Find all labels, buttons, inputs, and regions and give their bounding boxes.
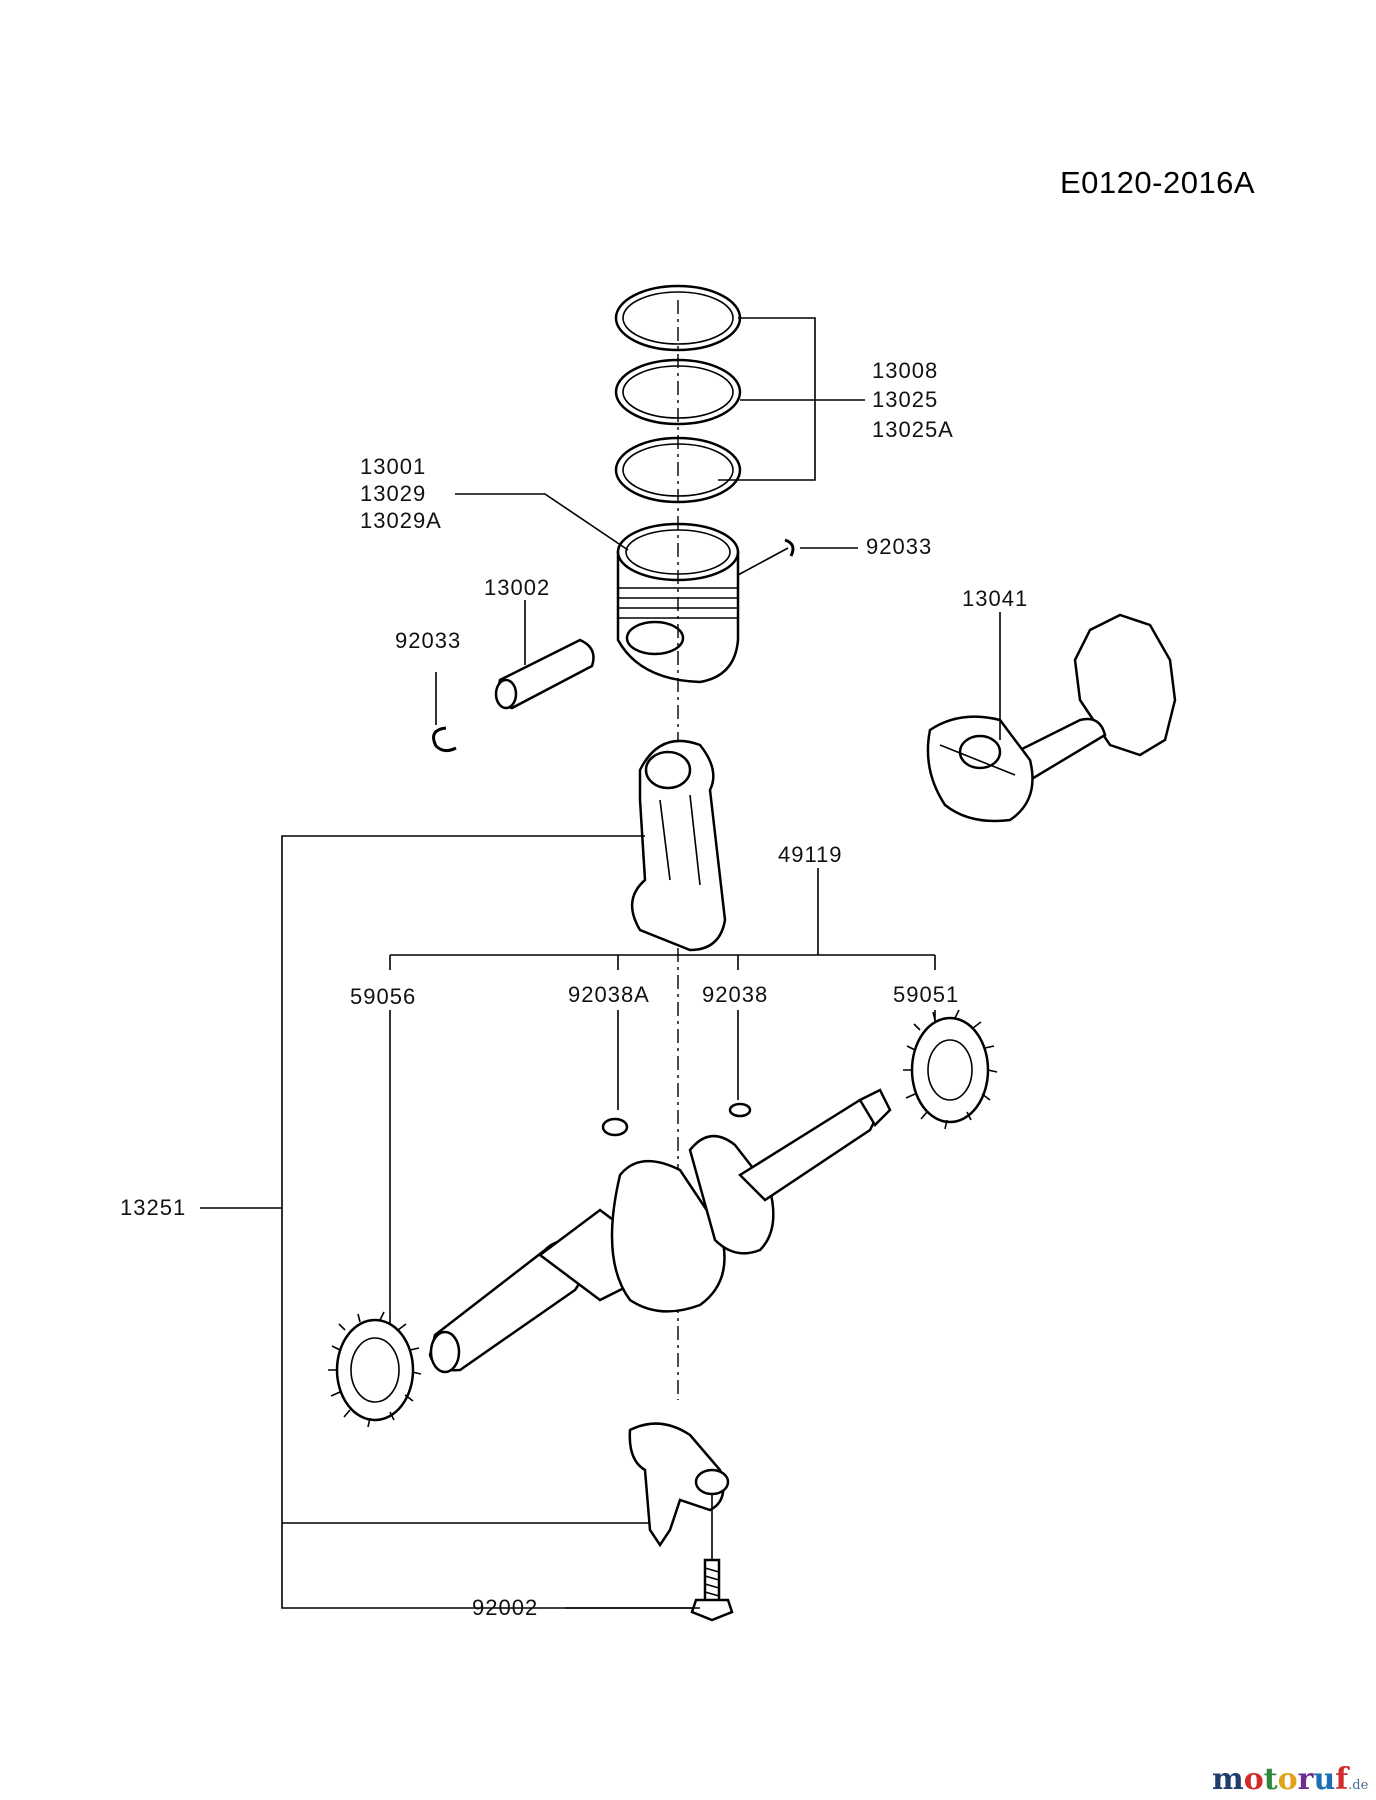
cap-bolt — [690, 1558, 734, 1622]
gear-right — [903, 1009, 998, 1130]
watermark-brand: motoruf — [1212, 1762, 1348, 1797]
circlip-right — [784, 538, 795, 557]
circlip-left — [432, 726, 457, 753]
watermark-letter: r — [1297, 1762, 1314, 1797]
ring-leader-lines — [718, 317, 865, 481]
woodruff-key-a — [601, 1117, 629, 1137]
piston-leader — [455, 493, 629, 551]
label-bolt: 92002 — [472, 1595, 539, 1620]
label-rings-13025: 13025 — [872, 387, 939, 412]
label-gear-right: 59051 — [893, 982, 960, 1007]
connecting-rod — [631, 739, 727, 952]
diagram-id: E0120-2016A — [1060, 165, 1256, 200]
woodruff-key — [728, 1102, 752, 1118]
watermark-letter: t — [1263, 1762, 1278, 1797]
clip-right-leader — [737, 547, 789, 576]
label-rings-13025A: 13025A — [872, 417, 954, 442]
watermark-suffix: .de — [1348, 1778, 1369, 1793]
crankshaft — [428, 1088, 892, 1374]
label-piston-pin: 13002 — [484, 575, 551, 600]
label-key: 92038 — [702, 982, 769, 1007]
label-key-a: 92038A — [568, 982, 650, 1007]
label-piston-13029A: 13029A — [360, 508, 442, 533]
camshaft — [926, 613, 1177, 823]
piston-pin — [494, 638, 595, 710]
label-circlip-right: 92033 — [866, 534, 933, 559]
label-piston-13001: 13001 — [360, 454, 427, 479]
watermark-logo: motoruf.de — [1212, 1762, 1368, 1797]
label-piston-13029: 13029 — [360, 481, 427, 506]
label-rings-13008: 13008 — [872, 358, 939, 383]
watermark-letter: f — [1335, 1762, 1349, 1797]
label-crank-assy: 49119 — [778, 842, 843, 867]
watermark-letter: u — [1313, 1762, 1336, 1797]
watermark-letter: o — [1277, 1762, 1298, 1797]
gear-left — [328, 1311, 422, 1428]
watermark-letter: o — [1243, 1762, 1264, 1797]
label-conrod-assy: 13251 — [120, 1195, 187, 1220]
crank-assy-leaders — [389, 868, 936, 1395]
rod-cap — [628, 1422, 730, 1548]
conrod-assy-bracket — [200, 835, 697, 1609]
watermark-letter: m — [1212, 1762, 1244, 1797]
label-camshaft: 13041 — [962, 586, 1029, 611]
label-circlip-left: 92033 — [395, 628, 462, 653]
label-gear-left: 59056 — [350, 984, 417, 1009]
